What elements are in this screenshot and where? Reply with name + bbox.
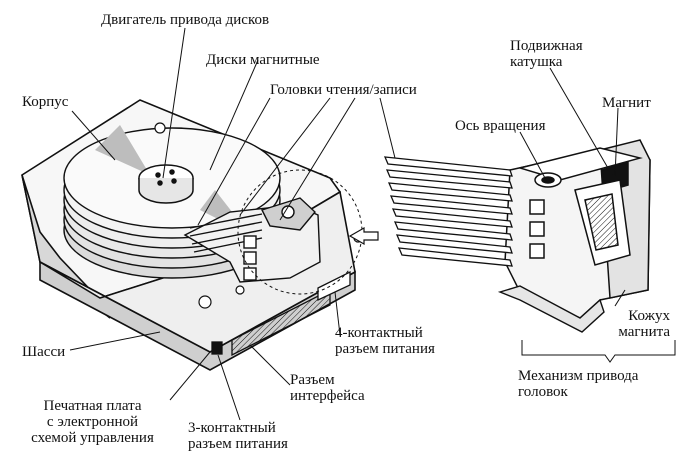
label-magnet-cover-line2: магнита <box>618 324 670 340</box>
label-magnetic-disks: Диски магнитные <box>206 52 320 68</box>
head-arms <box>383 156 513 267</box>
label-magnet: Магнит <box>602 95 651 111</box>
label-housing: Корпус <box>22 94 69 110</box>
label-pcb-line2: с электронной <box>46 414 139 430</box>
label-moving-coil-line2: катушка <box>510 54 563 70</box>
actuator-detail <box>504 139 651 319</box>
drive-head-assembly <box>183 197 321 283</box>
label-pcb-line1: Печатная плата <box>43 398 142 414</box>
label-moving-coil-line1: Подвижная <box>510 38 583 54</box>
actuator-base <box>497 285 605 333</box>
label-rw-heads: Головки чтения/записи <box>270 82 417 98</box>
leader-lines <box>69 27 676 421</box>
disk-motor-hub <box>138 164 194 204</box>
label-chassis: Шасси <box>22 344 66 360</box>
label-3pin-line2: разъем питания <box>188 436 288 452</box>
label-interface-line1: Разъем <box>290 372 335 388</box>
label-interface-line2: интерфейса <box>290 388 365 404</box>
label-head-actuator-line2: головок <box>518 384 568 400</box>
label-pcb-line3: схемой управления <box>31 430 154 446</box>
zoom-arrow <box>348 226 379 246</box>
label-head-actuator-line1: Механизм привода <box>518 368 639 384</box>
label-4pin-line1: 4-контактный <box>335 325 423 341</box>
label-rotation-axis: Ось вращения <box>455 118 546 134</box>
label-magnet-cover-line1: Кожух <box>628 308 670 324</box>
front-connectors <box>211 270 351 357</box>
label-4pin-line2: разъем питания <box>335 341 435 357</box>
label-disk-motor: Двигатель привода дисков <box>100 12 270 28</box>
label-3pin-line1: 3-контактный <box>188 420 276 436</box>
